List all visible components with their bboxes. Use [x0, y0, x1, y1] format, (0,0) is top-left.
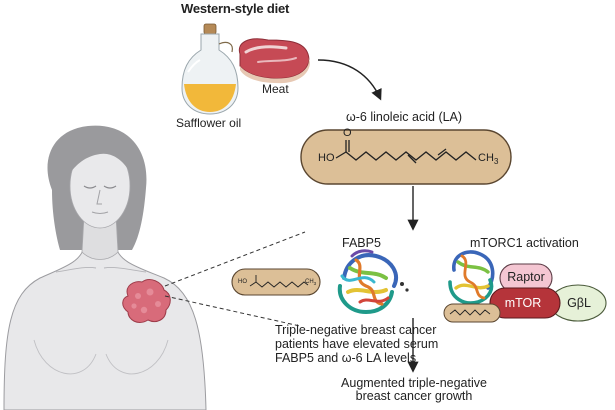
la-head-group: HO [318, 152, 335, 164]
gbl-label: GβL [567, 296, 591, 310]
nose [96, 189, 102, 205]
fabp5-protein [337, 249, 398, 315]
la-capsule [300, 129, 512, 185]
small-la-tail: CH3 [305, 279, 317, 287]
right-eye [103, 185, 117, 189]
small-la-head: HO [238, 279, 247, 285]
meat-icon [238, 38, 310, 84]
breast-tumor [122, 279, 171, 323]
patient-note-line-3: FABP5 and ω-6 LA levels [275, 351, 417, 365]
mtor-shape [489, 287, 561, 319]
left-eye [83, 185, 97, 189]
mtor-label: mTOR [504, 296, 542, 310]
diagram-title: Western-style diet [181, 1, 290, 16]
raptor-label: Raptor [507, 270, 545, 284]
linoleic-acid-label: ω-6 linoleic acid (LA) [346, 110, 463, 124]
la-carbonyl-atom: O [343, 127, 352, 139]
hair-fringe [68, 139, 132, 176]
meat-label: Meat [262, 82, 289, 96]
small-la-capsule [231, 268, 321, 296]
mouth [91, 211, 109, 214]
zoom-line-lower [164, 295, 301, 327]
outcome-line-1: Augmented triple-negative [341, 376, 487, 390]
la-tail-group: CH3 [478, 152, 499, 167]
mtorc1-activation-label: mTORC1 activation [470, 236, 579, 250]
mtorc1-protein [448, 250, 495, 305]
fabp5-label: FABP5 [342, 236, 381, 250]
outcome-label: Augmented triple-negative breast cancer … [339, 377, 489, 403]
patient-note-line-2: patients have elevated serum [275, 337, 439, 351]
diet-arrow [317, 59, 382, 101]
neck [81, 215, 119, 260]
oil-bottle-icon [181, 23, 239, 115]
patient-note: Triple-negative breast cancer patients h… [275, 323, 445, 365]
torso [3, 245, 207, 410]
safflower-oil-label: Safflower oil [176, 116, 242, 130]
la-structure [335, 140, 477, 164]
woman-figure [3, 125, 207, 410]
patient-note-line-1: Triple-negative breast cancer [275, 323, 437, 337]
outcome-line-2: breast cancer growth [355, 389, 473, 403]
